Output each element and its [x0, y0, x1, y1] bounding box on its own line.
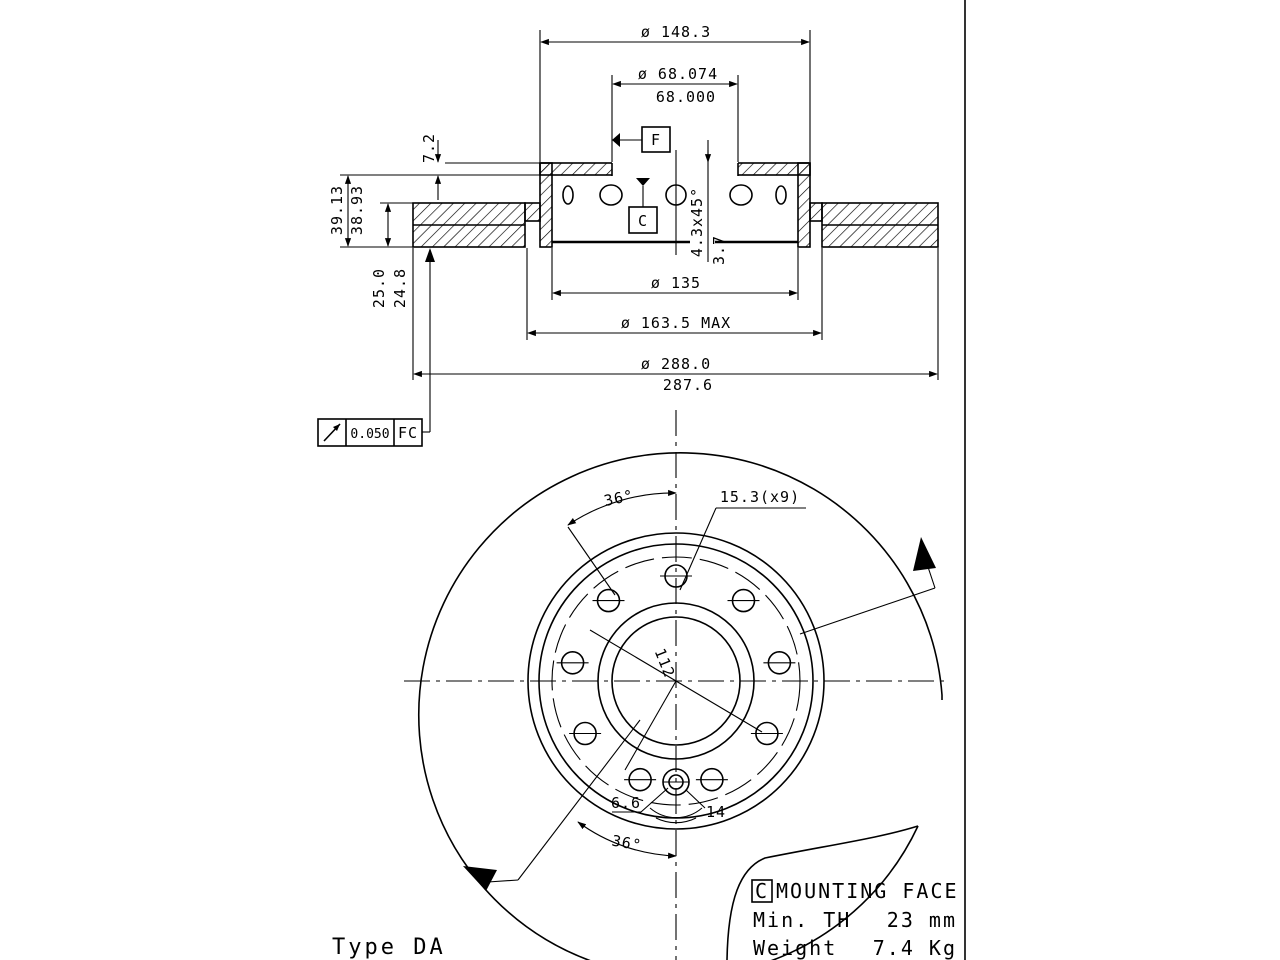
small-hole-spot-dim: 14: [706, 803, 726, 821]
mounting-face-label: MOUNTING FACE: [776, 879, 959, 903]
dim-hat-max: ø 163.5 MAX: [621, 314, 731, 332]
specification-notes: C MOUNTING FACE Min. TH 23 mm Weight 7.4…: [751, 879, 959, 960]
dim-outer-flange: ø 148.3: [641, 23, 711, 41]
dim-thickness-max: 25.0: [370, 268, 388, 308]
rotation-arrow-icon: [463, 866, 497, 891]
dim-height-min: 38.93: [348, 185, 366, 235]
dim-disc-min: 287.6: [663, 376, 713, 394]
hole-callout: 15.3(x9): [720, 488, 800, 506]
small-hole-dim: 6.6: [611, 794, 641, 812]
mounting-face-symbol: C: [755, 879, 769, 903]
min-th-value: 23 mm: [887, 908, 957, 932]
dim-thickness-min: 24.8: [391, 268, 409, 308]
dim-bore-max: ø 68.074: [638, 65, 718, 83]
tolerance-value: 0.050: [350, 427, 389, 442]
runout-tolerance-frame: 0.050 FC: [317, 418, 423, 447]
datum-c: C: [638, 212, 648, 230]
front-view: 112 36° 15.3(x9) 6.6 14 36°: [404, 410, 945, 960]
datum-c-box: [628, 206, 658, 234]
section-bolt-hole: [729, 184, 753, 206]
rotation-arrow-icon: [913, 537, 936, 571]
dim-disc-max: ø 288.0: [641, 355, 711, 373]
datum-f-box: [641, 126, 671, 153]
note-cutout: [726, 825, 919, 960]
mounting-face-box: [751, 879, 773, 903]
min-th-label: Min. TH: [753, 908, 851, 932]
dim-height-max: 39.13: [328, 185, 346, 235]
section-bolt-hole: [599, 184, 623, 206]
datum-f: F: [651, 131, 661, 149]
disc-outer-edge: [417, 452, 943, 960]
dim-bore-min: 68.000: [656, 88, 716, 106]
angle-bottom: 36°: [610, 832, 643, 855]
weight-label: Weight: [753, 936, 837, 960]
angle-top: 36°: [602, 486, 635, 510]
tolerance-datum: FC: [398, 424, 418, 442]
side-section-view: ø 148.3 ø 68.074 68.000 F C 7.2 39.13 38…: [317, 23, 939, 447]
weight-value: 7.4 Kg: [873, 936, 957, 960]
dim-pcd-inner: ø 135: [651, 274, 701, 292]
dim-pcd: 112: [651, 646, 679, 681]
dim-chamfer: 4.3x45°: [688, 187, 706, 257]
disc-type-label: Type DA: [332, 935, 446, 960]
dim-hat-thickness: 7.2: [420, 133, 438, 163]
bolt-hole-pattern: [556, 564, 796, 792]
dim-step: 3.7: [710, 235, 728, 265]
